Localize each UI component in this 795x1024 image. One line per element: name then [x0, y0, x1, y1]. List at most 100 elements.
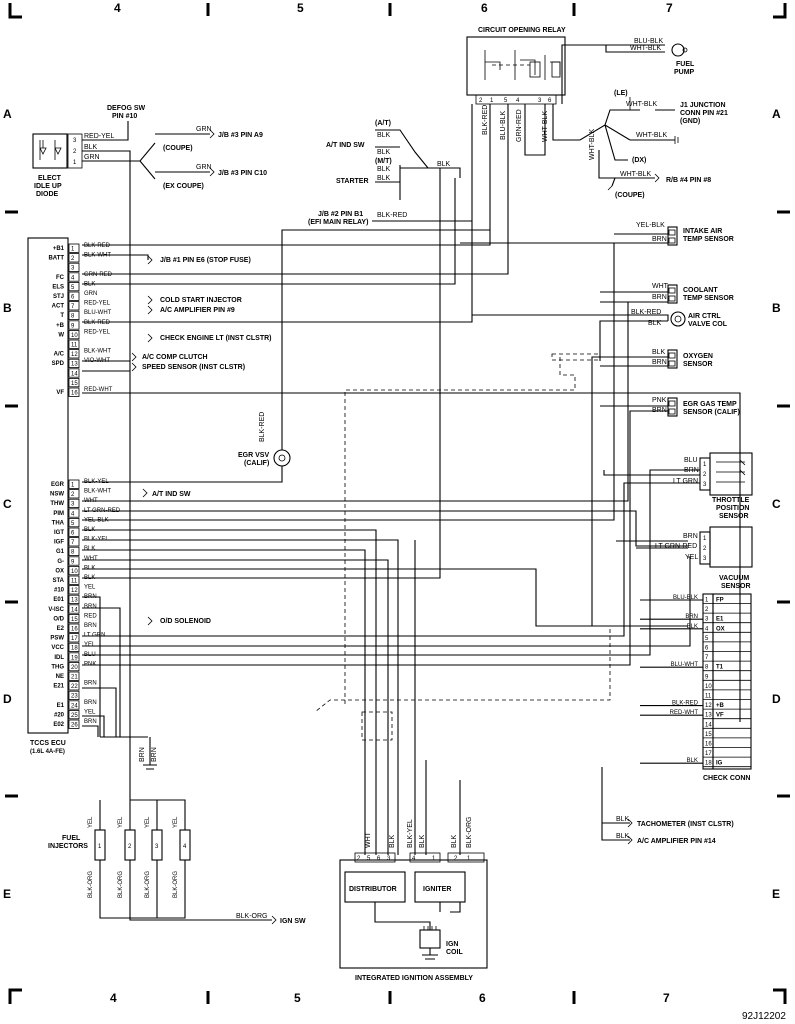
ecu-pin-box [68, 349, 80, 359]
grid-col-bottom: 6 [479, 991, 486, 1005]
svg-text:TACHOMETER (INST CLSTR): TACHOMETER (INST CLSTR) [637, 821, 734, 828]
ecu-pin-number: 9 [71, 559, 75, 565]
ecu-pin-wire: BRN [84, 681, 97, 687]
svg-text:LT GRN-RED: LT GRN-RED [655, 543, 697, 550]
svg-text:2: 2 [73, 149, 77, 155]
grid-labels: 4 5 6 7 4 5 6 7 A B C D E A B C D E [3, 1, 781, 1005]
svg-text:4: 4 [516, 98, 520, 104]
svg-text:BLK: BLK [616, 833, 630, 840]
injector-body [151, 829, 163, 861]
svg-text:STARTER: STARTER [336, 178, 369, 185]
svg-text:SENSOR (CALIF): SENSOR (CALIF) [683, 409, 740, 416]
ecu-pin-number: 3 [71, 502, 75, 508]
ecu-pin-box [68, 479, 80, 489]
ecu-pin-box [68, 604, 80, 614]
ecu-pin-number: 22 [71, 684, 78, 690]
ecu-pin-number: 8 [71, 550, 75, 556]
ecu-pin-box [68, 329, 80, 340]
fuel-injectors: 1YELBLK-ORG2YELBLK-ORG3YELBLK-ORG4YELBLK… [88, 590, 277, 925]
svg-text:BRN: BRN [683, 533, 698, 540]
svg-text:YEL: YEL [685, 554, 698, 561]
ecu-pin-number: 7 [71, 540, 75, 546]
injector-top-wire: YEL [145, 816, 151, 828]
svg-text:BLU-BLK: BLU-BLK [500, 110, 507, 140]
ecu-pin-name: E2 [57, 626, 65, 632]
svg-text:COOLANT: COOLANT [683, 287, 718, 294]
ecu-pin-name: THG [51, 664, 64, 670]
svg-text:BRN: BRN [652, 236, 667, 243]
svg-text:A/C COMP CLUTCH: A/C COMP CLUTCH [142, 354, 208, 361]
check-conn-pin-name: OX [716, 626, 725, 632]
svg-text:DISTRIBUTOR: DISTRIBUTOR [349, 886, 397, 893]
svg-text:6: 6 [548, 98, 552, 104]
svg-text:AIR CTRL: AIR CTRL [688, 313, 721, 320]
grid-col-bottom: 7 [663, 991, 670, 1005]
ecu-pin-box [68, 518, 80, 528]
ecu-pin-name: VCC [51, 645, 64, 651]
ecu-pin-number: 11 [71, 343, 78, 349]
ecu-pin-box [68, 594, 80, 605]
ecu-pin-name: E01 [53, 597, 64, 603]
ecu-destinations: J/B #1 PIN E6 (STOP FUSE) COLD START INJ… [131, 255, 271, 626]
svg-text:OXYGEN: OXYGEN [683, 353, 713, 360]
ecu-pin-name: G1 [56, 549, 65, 555]
svg-text:BLK: BLK [616, 816, 630, 823]
svg-text:CONN PIN #21: CONN PIN #21 [680, 110, 728, 117]
ecu-pin-number: 8 [71, 314, 75, 320]
svg-text:POSITION: POSITION [716, 505, 749, 512]
ecu-pin-name: NSW [50, 492, 64, 498]
ecu-pin-box [68, 652, 80, 662]
ecu-pin-wire: BLK [84, 565, 95, 571]
svg-text:WHT-BLK: WHT-BLK [589, 129, 596, 160]
svg-text:BLK-YEL: BLK-YEL [407, 819, 414, 848]
ecu-pin-number: 1 [71, 247, 75, 253]
svg-text:BLK: BLK [648, 320, 662, 327]
svg-text:GRN: GRN [196, 164, 212, 171]
svg-text:EGR GAS TEMP: EGR GAS TEMP [683, 401, 737, 408]
check-conn-pin-name: +B [716, 703, 725, 709]
ecu-pin-box [68, 527, 80, 537]
ecu-pin-box [68, 710, 80, 720]
svg-text:J/B #2 PIN B1: J/B #2 PIN B1 [318, 211, 363, 218]
svg-text:3: 3 [73, 138, 77, 144]
ecu-pin-box [68, 498, 80, 509]
ecu-pin-wire: YEL [84, 709, 96, 715]
svg-text:COIL: COIL [446, 949, 463, 956]
ecu-pin-box [68, 681, 80, 691]
injector-number: 1 [98, 844, 102, 850]
ecu-pin-box [68, 387, 80, 397]
ecu-pin-number: 4 [71, 511, 75, 517]
svg-text:WHT-BLK: WHT-BLK [626, 101, 657, 108]
check-conn-pin-wire: BLK [687, 624, 698, 630]
ecu-pin-number: 5 [71, 521, 75, 527]
ecu-pin-box [68, 537, 80, 547]
injector-top-wire: YEL [173, 816, 179, 828]
svg-text:J/B #1 PIN E6 (STOP FUSE): J/B #1 PIN E6 (STOP FUSE) [160, 257, 251, 264]
idle-up-diode-label-3: DIODE [36, 191, 59, 198]
svg-text:BLK: BLK [377, 166, 391, 173]
check-conn-pin-wire: BLK [687, 758, 698, 764]
ecu-pin-number: 6 [71, 531, 75, 537]
check-conn-pin-number: 2 [705, 607, 709, 613]
svg-text:BLK-ORG: BLK-ORG [236, 913, 268, 920]
svg-text:(LE): (LE) [614, 90, 628, 97]
shield-lines [314, 353, 611, 741]
injector-number: 4 [183, 844, 187, 850]
check-conn-pin-wire: RED-WHT [670, 710, 699, 716]
svg-text:GRN: GRN [84, 154, 100, 161]
ecu-pin-name: NE [56, 674, 64, 680]
check-conn-pin-number: 16 [705, 742, 712, 748]
svg-text:TEMP SENSOR: TEMP SENSOR [683, 236, 734, 243]
svg-text:(CALIF): (CALIF) [244, 460, 269, 467]
check-conn-pin-number: 10 [705, 684, 712, 690]
sensor-connectors [273, 226, 753, 626]
svg-text:J1 JUNCTION: J1 JUNCTION [680, 102, 726, 109]
ecu-pin-number: 12 [71, 352, 78, 358]
ecu-pin-name: E21 [53, 684, 64, 690]
ecu-pin-number: 18 [71, 646, 78, 652]
svg-text:BLU: BLU [684, 457, 698, 464]
grid-row-right: E [772, 887, 780, 901]
svg-text:VALVE COL: VALVE COL [688, 321, 728, 328]
svg-text:(EX COUPE): (EX COUPE) [163, 183, 204, 190]
check-conn-pin-number: 13 [705, 713, 712, 719]
